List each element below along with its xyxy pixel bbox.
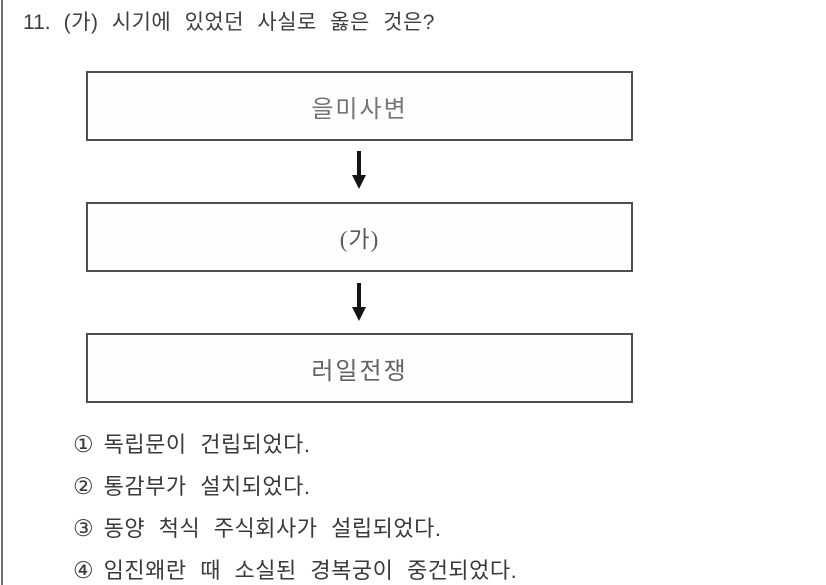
choice-text: 통감부가 설치되었다. xyxy=(103,474,311,499)
down-arrow-icon xyxy=(352,283,366,321)
question-title: 11. (가) 시기에 있었던 사실로 옳은 것은? xyxy=(23,10,435,36)
choice-text: 독립문이 건립되었다. xyxy=(103,432,311,457)
timeline-box-label: 러일전쟁 xyxy=(311,358,408,385)
question-text: (가) 시기에 있었던 사실로 옳은 것은? xyxy=(63,11,435,34)
down-arrow-icon xyxy=(352,151,366,189)
timeline-box-eulmi-incident: 을미사변 xyxy=(86,71,633,141)
choice-number-icon: ① xyxy=(73,431,94,457)
choice-text: 동양 척식 주식회사가 설립되었다. xyxy=(103,516,442,541)
choice-number-icon: ④ xyxy=(73,557,94,583)
answer-choice-1: ① 독립문이 건립되었다. xyxy=(73,431,311,458)
timeline-box-label: 을미사변 xyxy=(311,96,408,123)
choice-number-icon: ② xyxy=(73,473,94,499)
question-number: 11. xyxy=(23,11,51,34)
answer-choice-2: ② 통감부가 설치되었다. xyxy=(73,473,311,500)
timeline-box-label: (가) xyxy=(339,227,380,252)
choice-number-icon: ③ xyxy=(73,515,94,541)
timeline-box-ga-period: (가) xyxy=(86,202,633,272)
choice-text: 임진왜란 때 소실된 경복궁이 중건되었다. xyxy=(103,558,518,583)
timeline-box-russo-japanese-war: 러일전쟁 xyxy=(86,333,633,403)
answer-choice-4: ④ 임진왜란 때 소실된 경복궁이 중건되었다. xyxy=(73,557,517,584)
answer-choice-3: ③ 동양 척식 주식회사가 설립되었다. xyxy=(73,515,441,542)
column-divider-line xyxy=(1,0,3,585)
